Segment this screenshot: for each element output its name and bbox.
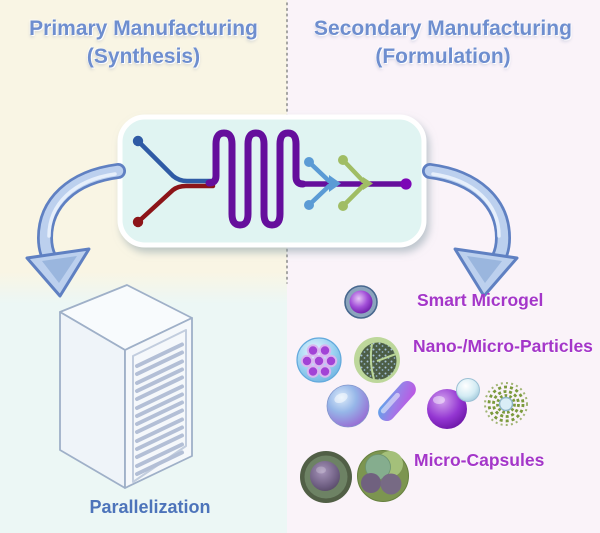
speckled-nanoparticle-icon	[354, 337, 400, 383]
serpentine-mixer-channel	[205, 129, 307, 229]
nanorod-icon	[378, 380, 416, 422]
smart-microgel-label: Smart Microgel	[417, 290, 544, 310]
cabinet-slot-frame	[132, 329, 187, 483]
micelle-particle-icon	[484, 382, 528, 426]
secondary-title-line2: (Formulation)	[375, 45, 511, 69]
multi-compartment-capsule-icon	[357, 450, 409, 502]
green-junction	[338, 155, 373, 211]
core-shell-capsule-icon	[300, 451, 352, 503]
secondary-manufacturing-panel	[287, 0, 600, 533]
blue-inlet-channel	[135, 138, 216, 184]
primary-title-line1: Primary Manufacturing	[29, 17, 258, 40]
secondary-title: Secondary Manufacturing (Formulation)	[290, 15, 596, 72]
blue-junction	[304, 157, 341, 210]
blue-inlet-dot	[132, 135, 144, 147]
cabinet-slots	[135, 342, 184, 476]
smart-microgel-icon	[344, 285, 378, 319]
primary-title-line2: (Synthesis)	[86, 45, 201, 69]
curved-arrow-right-icon	[422, 163, 519, 298]
microfluidic-chip-icon	[117, 114, 427, 248]
gradient-sphere-icon	[326, 384, 370, 428]
parallelization-cabinet-icon	[59, 284, 193, 489]
parallelization-caption: Parallelization	[89, 497, 211, 517]
secondary-title-line1: Secondary Manufacturing	[314, 17, 572, 40]
red-inlet-dot	[132, 216, 144, 228]
micro-capsules-label: Micro-Capsules	[414, 450, 545, 470]
janus-particle-icon	[427, 378, 480, 429]
primary-title: Primary Manufacturing (Synthesis)	[2, 15, 285, 72]
chip-body	[117, 114, 427, 248]
red-inlet-channel	[135, 183, 216, 225]
nano-micro-particles-label: Nano-/Micro-Particles	[413, 336, 593, 356]
dotted-microgel-cluster-icon	[296, 337, 342, 383]
curved-arrow-left-icon	[25, 163, 126, 298]
outlet-dot	[400, 178, 412, 190]
